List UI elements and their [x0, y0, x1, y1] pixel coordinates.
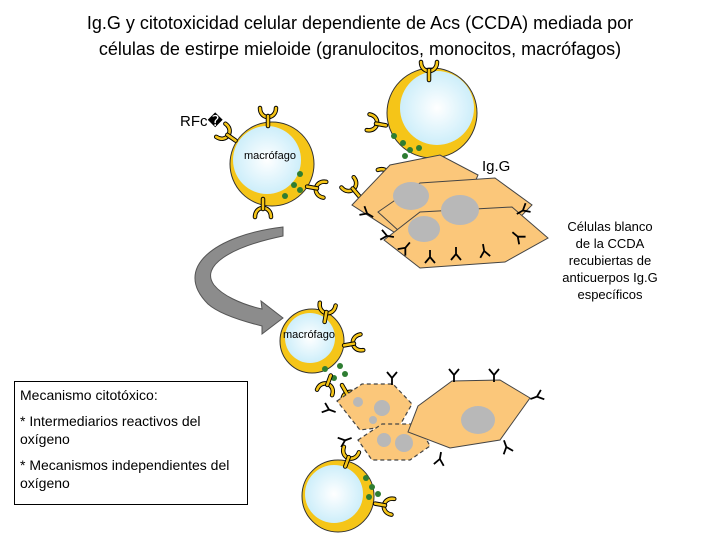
macrophage-bottom [301, 447, 394, 533]
curved-arrow [194, 226, 284, 336]
receptor-label: RFc� [180, 113, 223, 130]
igg-label: Ig.G [482, 158, 511, 175]
mechanism-box: Mecanismo citotóxico: * Intermediarios r… [14, 381, 248, 505]
target-label-line-2: de la CCDA [575, 236, 645, 251]
macrophage-lower [279, 303, 363, 405]
macrophage-label-bottom: macrófago [283, 329, 335, 341]
macrophage-upper [216, 108, 326, 217]
target-label-line-1: Células blanco [567, 219, 653, 234]
target-cells-label: Células blanco de la CCDA recubiertas de… [525, 218, 695, 303]
target-label-line-3: recubiertas de [568, 253, 652, 268]
target-label-line-4: anticuerpos Ig.G [562, 270, 658, 285]
diagram-title: Ig.G y citotoxicidad celular dependiente… [0, 10, 720, 62]
mechanism-item-1: * Intermediarios reactivos del oxígeno [20, 413, 201, 447]
mechanism-item-2: * Mecanismos independientes del oxígeno [20, 457, 230, 491]
title-line-2: células de estirpe mieloide (granulocito… [98, 39, 622, 59]
title-line-1: Ig.G y citotoxicidad celular dependiente… [86, 13, 634, 33]
mechanism-heading: Mecanismo citotóxico: [20, 387, 158, 403]
macrophage-label-top: macrófago [244, 150, 296, 162]
target-cells-lower [320, 368, 546, 467]
target-cells-upper [351, 154, 549, 269]
macrophage-top-right [341, 62, 478, 201]
target-label-line-5: específicos [577, 287, 643, 302]
